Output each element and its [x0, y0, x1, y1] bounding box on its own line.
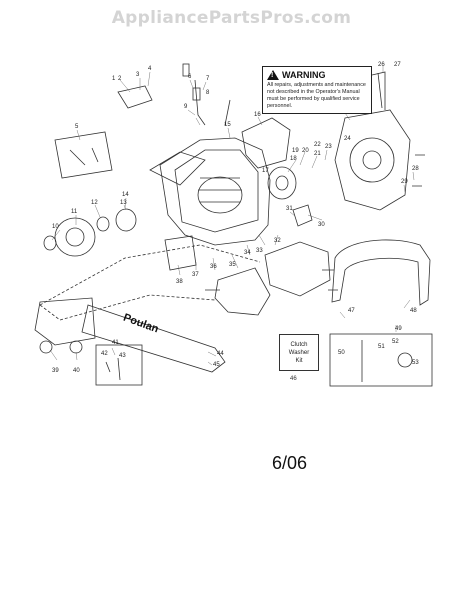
kit-label-line1: Clutch: [290, 342, 308, 348]
callout-11: 11: [71, 209, 78, 215]
callout-16: 16: [254, 112, 261, 118]
callout-31: 31: [286, 206, 293, 212]
clutch-cover: [214, 267, 271, 316]
callout-52: 52: [392, 339, 399, 345]
callout-3: 3: [136, 72, 140, 78]
callout-10: 10: [52, 224, 59, 230]
callout-32: 32: [274, 238, 281, 244]
warning-title: WARNING: [282, 70, 326, 80]
watermark: AppliancePartsPros.com: [111, 8, 352, 28]
callout-38: 38: [176, 279, 183, 285]
callout-49: 49: [395, 326, 402, 332]
starter-housing: [334, 109, 411, 211]
callout-50: 50: [338, 350, 345, 356]
callout-7: 7: [206, 76, 210, 82]
rear-handle-part: [371, 71, 386, 110]
callout-48: 48: [410, 308, 417, 314]
air-filter-cover: [241, 117, 291, 169]
callout-13: 13: [120, 200, 127, 206]
callout-28: 28: [412, 166, 419, 172]
callout-40: 40: [73, 368, 80, 374]
callout-26: 26: [378, 62, 385, 68]
revision-date: 6/06: [272, 453, 308, 473]
top-cover: [149, 151, 206, 186]
saw-chain-path: [39, 244, 261, 321]
bar-nut-2: [69, 340, 83, 354]
engine-housing-inner: [174, 149, 259, 233]
callout-47: 47: [348, 308, 355, 314]
callout-21: 21: [314, 151, 321, 157]
callout-44: 44: [217, 351, 224, 357]
clutch-disc: [115, 208, 137, 232]
kit-label-line2: Washer: [288, 350, 310, 356]
cylinder: [197, 176, 243, 214]
clutch-drum: [54, 217, 96, 257]
primer-assembly: [117, 85, 153, 109]
engine-housing: [159, 137, 271, 246]
chain-brake-guard: [264, 241, 331, 297]
ignition-module: [292, 204, 313, 227]
warning-heading: ! WARNING: [267, 70, 367, 80]
callout-9: 9: [184, 104, 188, 110]
callout-2: 2: [118, 76, 122, 82]
chain-tensioner-box: [95, 344, 143, 386]
callout-18: 18: [290, 156, 297, 162]
muffler: [164, 235, 197, 271]
front-handle: [331, 239, 431, 306]
guide-bar: [81, 304, 226, 373]
kit-callout-46: 46: [290, 376, 297, 382]
callout-43: 43: [119, 353, 126, 359]
fuel-filter: [192, 87, 201, 101]
callout-8: 8: [206, 90, 210, 96]
callout-37: 37: [192, 272, 199, 278]
sprocket-nut: [43, 235, 57, 251]
bar-scabbard: [34, 297, 96, 346]
callout-4: 4: [148, 66, 152, 72]
callout-42: 42: [101, 351, 108, 357]
callout-45: 45: [213, 362, 220, 368]
callout-30: 30: [318, 222, 325, 228]
callout-36: 36: [210, 264, 217, 270]
callout-15: 15: [224, 122, 231, 128]
callout-6: 6: [188, 74, 192, 80]
callout-51: 51: [378, 344, 385, 350]
callout-17: 17: [262, 168, 269, 174]
callout-34: 34: [244, 250, 251, 256]
kit-label-line3: Kit: [295, 358, 303, 364]
callout-19: 19: [292, 148, 299, 154]
callout-1: 1: [112, 76, 116, 82]
warning-text: All repairs, adjustments and maintenance…: [267, 82, 366, 109]
bar-brand-label: Poulan: [122, 312, 161, 336]
callout-33: 33: [256, 248, 263, 254]
callout-53: 53: [412, 360, 419, 366]
callout-5: 5: [75, 124, 79, 130]
callout-41: 41: [112, 340, 119, 346]
callout-29: 29: [401, 179, 408, 185]
callout-22: 22: [314, 142, 321, 148]
callout-14: 14: [122, 192, 129, 198]
cooling-fins: [198, 177, 242, 203]
callout-27: 27: [394, 62, 401, 68]
bar-nut: [39, 340, 53, 354]
clutch-washer: [96, 216, 110, 232]
warning-box: ! WARNING All repairs, adjustments and m…: [262, 66, 372, 114]
flywheel: [267, 166, 297, 200]
clutch-washer-kit-box: Clutch Washer Kit: [279, 334, 319, 371]
callout-39: 39: [52, 368, 59, 374]
callout-24: 24: [344, 136, 351, 142]
callout-35: 35: [229, 262, 236, 268]
starter-pulley: [349, 137, 395, 183]
callout-20: 20: [302, 148, 309, 154]
detail-box: [329, 333, 433, 387]
fuel-line: [194, 79, 206, 126]
warning-triangle-icon: !: [267, 70, 279, 80]
callout-23: 23: [325, 144, 332, 150]
decal-panel: [54, 131, 113, 179]
callout-12: 12: [91, 200, 98, 206]
